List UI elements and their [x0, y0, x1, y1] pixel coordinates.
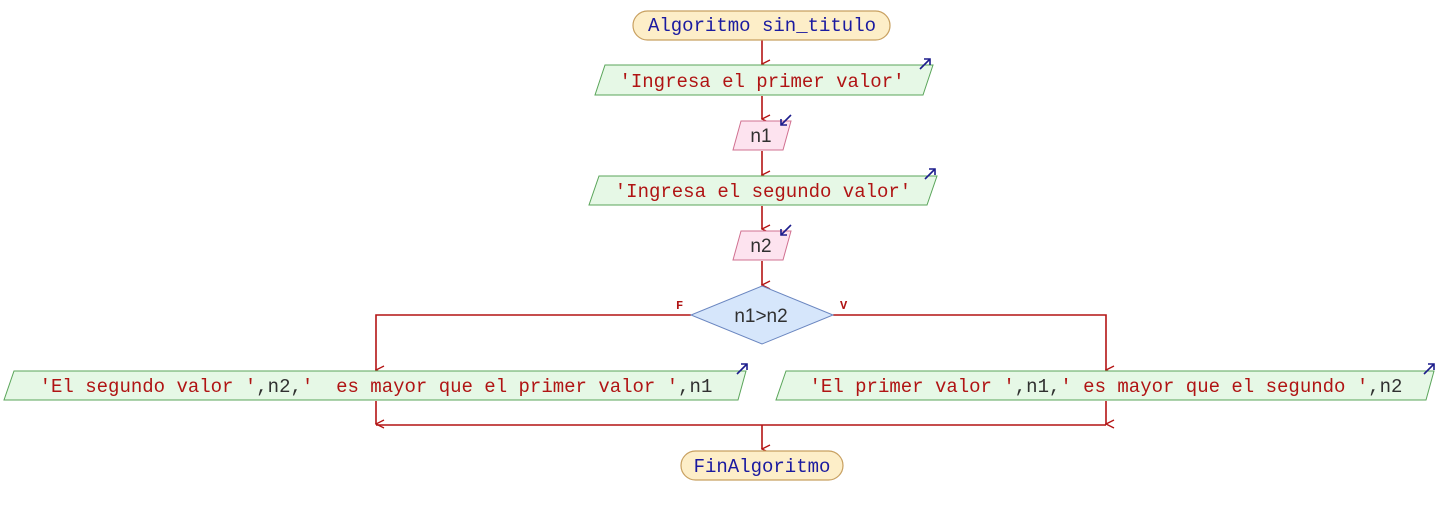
output-shape [3, 370, 747, 401]
decision-node: n1>n2 F V [676, 285, 848, 345]
input-node-1: n1 [732, 114, 792, 151]
output-shape [594, 64, 934, 96]
string-literal: 'El segundo valor ' [40, 376, 257, 398]
decision-diamond [689, 285, 835, 345]
input-shape [732, 230, 792, 261]
output-node-1: 'Ingresa el primer valor' [594, 58, 934, 96]
edge-decision-true-branch [833, 314, 1106, 370]
output-shape [775, 370, 1435, 401]
input-arrow-icon [780, 224, 792, 236]
output-2-label: 'Ingresa el segundo valor' [615, 181, 911, 203]
output-arrow-icon [924, 168, 936, 180]
string-literal: ' es mayor que el segundo ' [1060, 376, 1368, 398]
start-label: Algoritmo sin_titulo [648, 15, 876, 37]
output-1-label: 'Ingresa el primer valor' [619, 71, 904, 93]
connectors [376, 40, 1106, 449]
output-arrow-icon [736, 363, 748, 375]
end-terminal-shape [680, 450, 844, 481]
decision-condition: n1>n2 [734, 306, 787, 327]
variable-ref: ,n2, [256, 376, 302, 398]
string-literal: ' es mayor que el primer valor ' [302, 376, 678, 398]
start-node: Algoritmo sin_titulo [632, 10, 891, 41]
end-label: FinAlgoritmo [694, 456, 831, 478]
input-2-label: n2 [750, 236, 771, 257]
output-shape [588, 175, 938, 206]
variable-ref: ,n1 [678, 376, 712, 398]
input-shape [732, 120, 792, 151]
output-node-2: 'Ingresa el segundo valor' [588, 168, 938, 206]
string-literal: 'El primer valor ' [810, 376, 1015, 398]
output-false-label: 'El segundo valor ',n2,' es mayor que el… [40, 376, 713, 398]
input-arrow-icon [780, 114, 792, 126]
output-node-false: 'El segundo valor ',n2,' es mayor que el… [3, 363, 748, 401]
variable-ref: ,n1, [1015, 376, 1061, 398]
output-node-true: 'El primer valor ',n1,' es mayor que el … [775, 363, 1435, 401]
start-terminal-shape [632, 10, 891, 41]
input-1-label: n1 [750, 126, 771, 147]
end-node: FinAlgoritmo [680, 450, 844, 481]
output-true-label: 'El primer valor ',n1,' es mayor que el … [810, 376, 1403, 398]
edge-decision-false-branch [376, 314, 691, 370]
true-branch-label: V [840, 299, 848, 313]
output-arrow-icon [919, 58, 931, 70]
output-arrow-icon [1423, 363, 1435, 375]
false-branch-label: F [676, 299, 683, 313]
variable-ref: ,n2 [1368, 376, 1402, 398]
input-node-2: n2 [732, 224, 792, 261]
